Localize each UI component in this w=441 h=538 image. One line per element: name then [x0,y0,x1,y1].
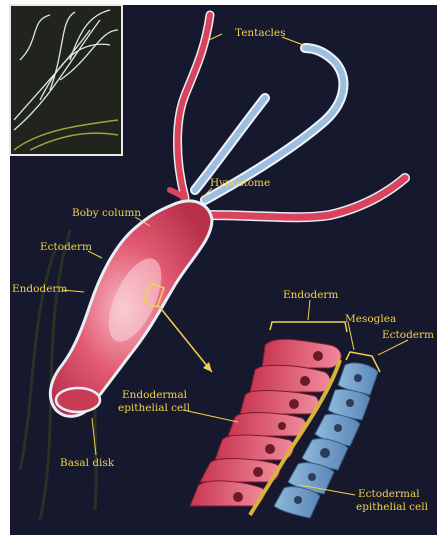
label-body-column: Boby column [72,207,141,219]
label-tentacles: Tentacles [235,27,286,39]
label-hypostome: Hypostome [210,177,270,189]
label-endoderm-left: Endoderm [12,283,67,295]
label-mesoglea: Mesoglea [345,313,396,325]
label-basal-disk: Basal disk [60,457,115,469]
label-endoderm-top: Endoderm [283,289,338,301]
label-ectodermal-cell-1: Ectodermal [358,488,420,500]
label-endodermal-cell-2: epithelial cell [118,402,191,414]
label-endodermal-cell-1: Endodermal [122,389,188,401]
label-ectoderm-right: Ectoderm [382,329,434,341]
label-ectoderm-left: Ectoderm [40,241,92,253]
label-ectodermal-cell-2: epithelial cell [356,501,429,513]
inset-photo [10,5,122,155]
